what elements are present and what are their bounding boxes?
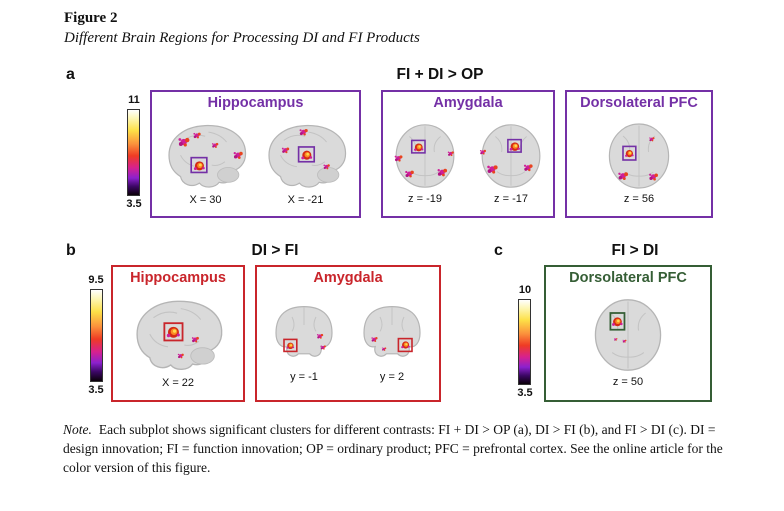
slice-row: z = 50 — [548, 287, 708, 396]
brain-slice: z = -19 — [386, 120, 464, 205]
panel-b-letter: b — [66, 242, 76, 259]
panel-c-colorbar — [518, 299, 531, 385]
sagittal-brain-image — [167, 124, 246, 188]
panel-c-box-dlpfc: Dorsolateral PFC z = 50 — [544, 265, 712, 402]
panel-c-letter: c — [494, 242, 503, 259]
brain-slice: z = -17 — [472, 120, 550, 205]
slice-row: z = -19 z = -17 — [385, 112, 551, 212]
note-body: Each subplot shows significant clusters … — [63, 422, 723, 475]
brain-slice: X = 30 — [160, 119, 252, 206]
brain-slice: y = -1 — [264, 300, 344, 383]
panel-b-box-amygdala: Amygdala y = -1 — [255, 265, 441, 402]
panel-c-colorbar-max: 10 — [518, 284, 532, 296]
sagittal-brain-image — [267, 124, 346, 188]
panel-a-contrast: FI + DI > OP — [396, 66, 484, 83]
axial-brain-image — [479, 123, 541, 188]
axial-brain-image — [394, 123, 455, 188]
slice-row: X = 22 — [115, 287, 241, 396]
axial-brain-image — [608, 122, 670, 189]
slice-row: X = 30 X = -21 — [154, 112, 357, 212]
slice-coordinate: X = -21 — [287, 193, 324, 206]
panel-b-colorbar-min: 3.5 — [88, 384, 104, 396]
figure-note: Note.Each subplot shows significant clus… — [63, 420, 723, 477]
figure-label: Figure 2 — [64, 10, 118, 26]
panel-c-contrast: FI > DI — [611, 242, 659, 259]
box-title-dlpfc: Dorsolateral PFC — [569, 270, 687, 286]
note-lead: Note. — [63, 422, 92, 437]
box-title-dlpfc: Dorsolateral PFC — [580, 95, 698, 111]
slice-row: z = 56 — [569, 112, 709, 212]
panel-a-letter: a — [66, 66, 75, 83]
slice-coordinate: y = -1 — [290, 371, 318, 383]
slice-coordinate: z = -19 — [408, 192, 442, 205]
slice-coordinate: z = -17 — [494, 192, 528, 205]
slice-coordinate: X = 22 — [161, 377, 195, 389]
panel-a-colorbar-max: 11 — [128, 94, 140, 106]
slice-coordinate: z = 50 — [612, 376, 644, 388]
slice-row: y = -1 y = 2 — [259, 287, 437, 396]
brain-slice: X = -21 — [260, 119, 352, 206]
panel-a-colorbar-min: 3.5 — [126, 198, 142, 210]
panel-b-colorbar-max: 9.5 — [88, 274, 104, 286]
slice-coordinate: X = 30 — [189, 193, 222, 206]
panel-a-colorbar — [127, 109, 140, 196]
panel-a-box-dlpfc: Dorsolateral PFC z = 56 — [565, 90, 713, 218]
slice-coordinate: z = 56 — [623, 192, 655, 205]
box-title-hippocampus: Hippocampus — [130, 270, 226, 286]
sagittal-brain-image — [136, 300, 223, 371]
panel-b-contrast: DI > FI — [251, 242, 299, 259]
box-title-hippocampus: Hippocampus — [207, 95, 304, 111]
axial-brain-image — [594, 299, 662, 371]
brain-slice: X = 22 — [128, 294, 228, 389]
coronal-brain-image — [363, 306, 421, 357]
brain-slice: z = 50 — [584, 295, 672, 388]
brain-slice: y = 2 — [352, 300, 432, 383]
coronal-brain-image — [275, 306, 333, 357]
brain-slice: z = 56 — [599, 120, 679, 205]
box-title-amygdala: Amygdala — [433, 95, 503, 111]
panel-c-colorbar-min: 3.5 — [517, 387, 533, 399]
panel-b-colorbar — [90, 289, 103, 382]
figure-title: Different Brain Regions for Processing D… — [64, 30, 420, 46]
panel-a-box-amygdala: Amygdala z = -19 — [381, 90, 555, 218]
box-title-amygdala: Amygdala — [313, 270, 383, 286]
panel-b-box-hippocampus: Hippocampus X = 22 — [111, 265, 245, 402]
slice-coordinate: y = 2 — [379, 371, 405, 383]
panel-a-box-hippocampus: Hippocampus X = 30 — [150, 90, 361, 218]
